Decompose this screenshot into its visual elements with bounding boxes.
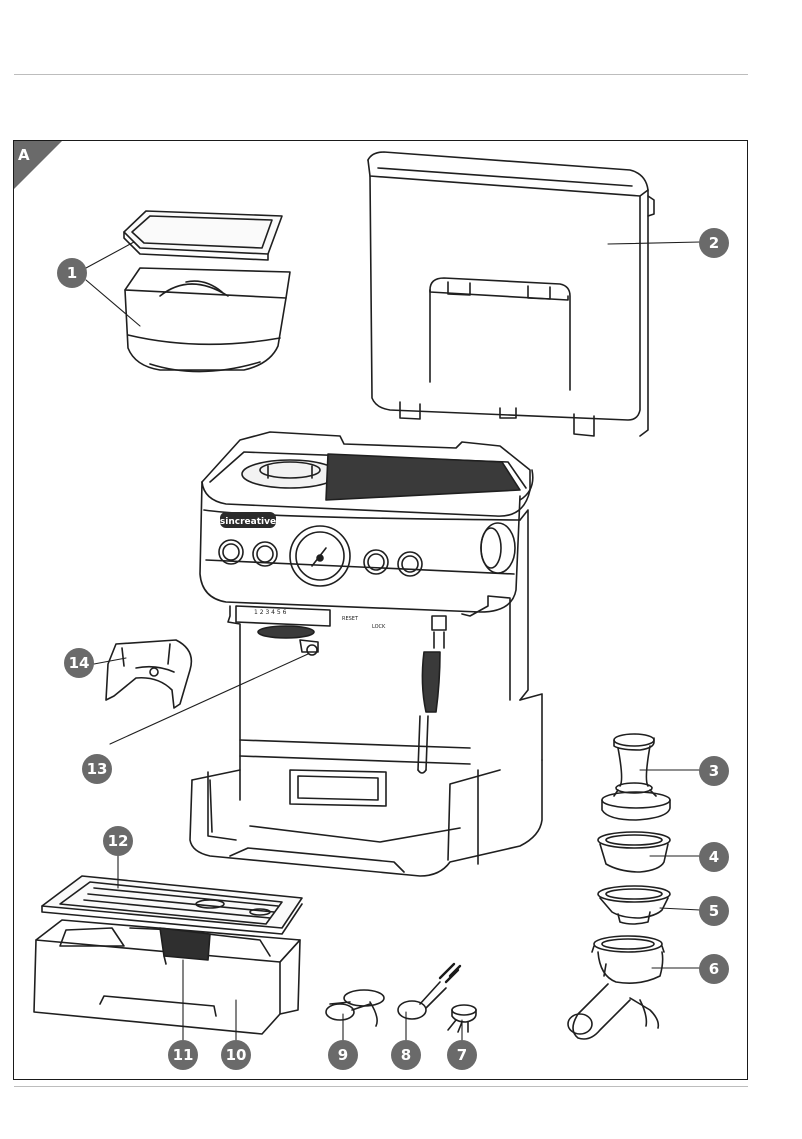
reset-label: RESET: [342, 616, 359, 622]
cleaning-brush: [398, 964, 460, 1019]
callout-2: 2: [699, 228, 729, 258]
callout-11: 11: [168, 1040, 198, 1070]
callout-4: 4: [699, 842, 729, 872]
filter-basket-double: [598, 886, 670, 924]
lock-label: LOCK: [372, 624, 386, 630]
callout-9: 9: [328, 1040, 358, 1070]
drip-tray-grid: [42, 876, 302, 934]
callout-12: 12: [103, 826, 133, 856]
portafilter: [568, 936, 664, 1039]
callout-6: 6: [699, 954, 729, 984]
callout-8: 8: [391, 1040, 421, 1070]
water-tank: [368, 152, 654, 436]
bean-hopper: [125, 268, 290, 372]
drip-tray: [34, 920, 300, 1034]
filter-basket-single: [598, 832, 670, 872]
callout-13: 13: [82, 754, 112, 784]
bean-hopper-lid: [124, 211, 282, 260]
brand-logo: sincreative: [220, 517, 276, 527]
measuring-spoon: [326, 990, 384, 1026]
section-label: A: [18, 146, 30, 164]
callout-3: 3: [699, 756, 729, 786]
callout-14: 14: [64, 648, 94, 678]
dosing-funnel: [106, 640, 191, 708]
callout-5: 5: [699, 896, 729, 926]
espresso-machine: [190, 432, 542, 876]
grind-scale-label: 1 2 3 4 5 6: [254, 609, 287, 616]
callout-7: 7: [447, 1040, 477, 1070]
callout-10: 10: [221, 1040, 251, 1070]
callout-1: 1: [57, 258, 87, 288]
tamper: [602, 734, 670, 820]
